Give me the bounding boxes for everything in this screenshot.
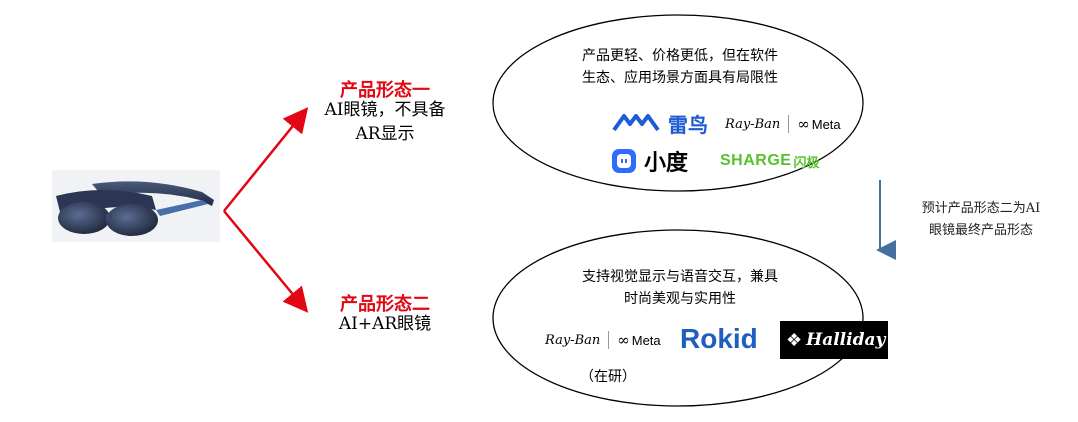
side-note-2: 眼镜最终产品形态 — [928, 223, 1033, 238]
ellipse-two-desc-1: 支持视觉显示与语音交互，兼具 — [582, 269, 778, 285]
rayban-meta-logo-1: Ray-Ban ∞ Meta — [725, 112, 841, 136]
halliday-logo: ❖ Halliday — [780, 321, 888, 359]
form-two-title: 产品形态二 — [340, 294, 430, 315]
in-development-label: （在研） — [580, 369, 636, 385]
ellipse-one-desc-2: 生态、应用场景方面具有局限性 — [582, 70, 778, 86]
meta-text: Meta — [811, 116, 841, 132]
halliday-text: Halliday — [806, 330, 886, 350]
rokid-text: Rokid — [680, 323, 758, 354]
rayban-meta-logo-2: Ray-Ban ∞ Meta — [545, 328, 661, 352]
ellipse-form-one — [492, 14, 864, 192]
arrow-to-form-one — [223, 107, 309, 212]
halliday-cube-icon: ❖ — [786, 329, 803, 351]
meta-text: Meta — [631, 332, 661, 348]
side-note-1: 预计产品形态二为AI — [921, 201, 1041, 216]
sharge-text: SHARGE — [720, 152, 792, 169]
form-one-subtitle-2: AR显示 — [355, 124, 415, 144]
leishen-logo: 雷鸟 — [612, 110, 708, 137]
arrow-to-form-two — [223, 210, 309, 313]
leishen-text: 雷鸟 — [668, 114, 708, 137]
logo-divider — [788, 115, 790, 133]
form-one-title: 产品形态一 — [340, 80, 430, 101]
meta-infinity-icon: ∞ — [797, 115, 810, 133]
logo-divider — [608, 331, 610, 349]
rokid-logo: Rokid — [680, 322, 758, 356]
leishen-mark-icon — [612, 114, 660, 132]
rayban-text: Ray-Ban — [545, 332, 601, 348]
form-one-subtitle-1: AI眼镜，不具备 — [324, 100, 446, 120]
xiaodu-text: 小度 — [644, 150, 689, 175]
ellipse-two-desc-2: 时尚美观与实用性 — [624, 291, 736, 307]
xiaodu-logo: 小度 — [612, 146, 688, 176]
ellipse-form-two — [492, 229, 864, 407]
sharge-logo: SHARGE 闪极 — [720, 150, 819, 172]
rayban-text: Ray-Ban — [725, 116, 781, 132]
sharge-cn-text: 闪极 — [793, 154, 820, 170]
xiaodu-face-icon — [612, 149, 636, 173]
ar-glasses-image — [52, 170, 220, 242]
meta-infinity-icon: ∞ — [617, 331, 630, 349]
form-two-subtitle: AI+AR眼镜 — [338, 314, 432, 334]
ellipse-one-desc-1: 产品更轻、价格更低，但在软件 — [582, 48, 778, 64]
